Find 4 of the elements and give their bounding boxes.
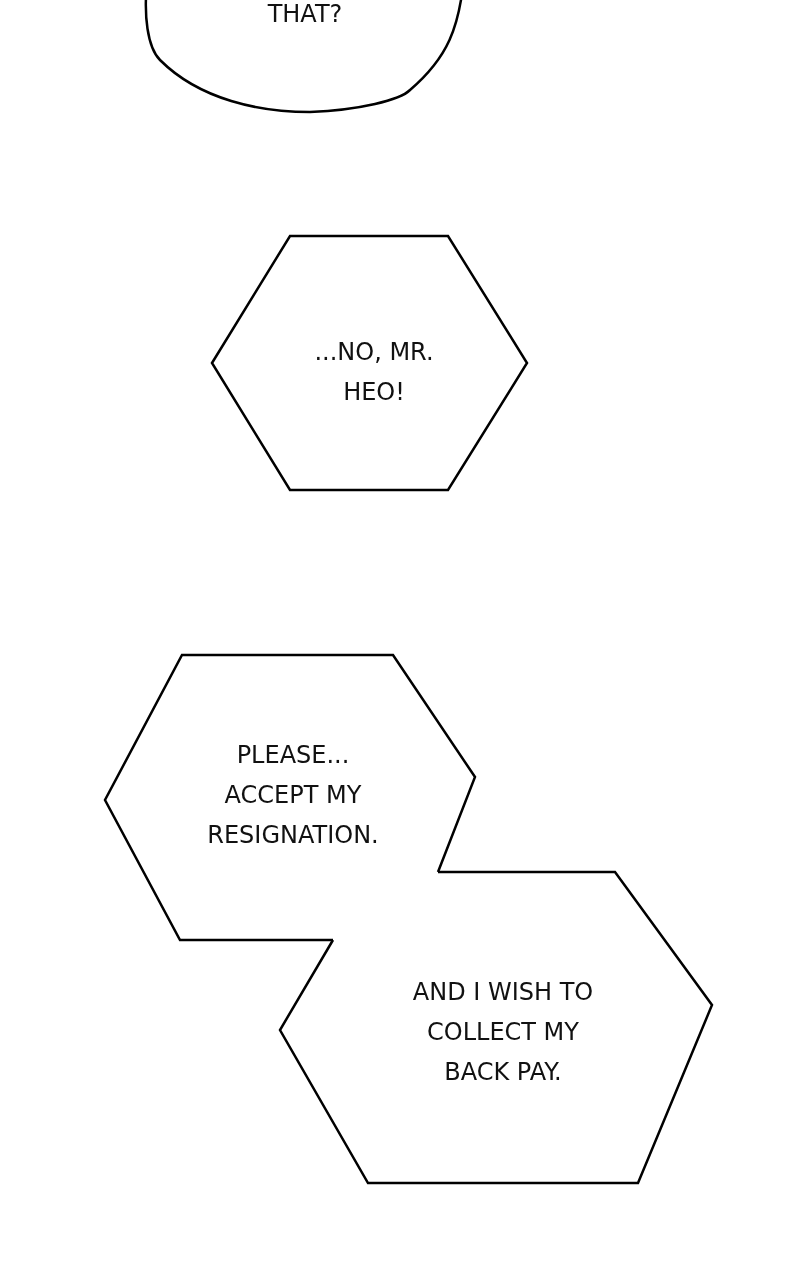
dialogue-text: PLEASE... ACCEPT MY RESIGNATION.: [206, 740, 380, 851]
dialogue-text: ...NO, MR. HEO!: [313, 337, 435, 408]
dialogue-text: AND I WISH TO COLLECT MY BACK PAY.: [411, 977, 595, 1088]
dialogue-text: THAT?: [266, 0, 344, 30]
